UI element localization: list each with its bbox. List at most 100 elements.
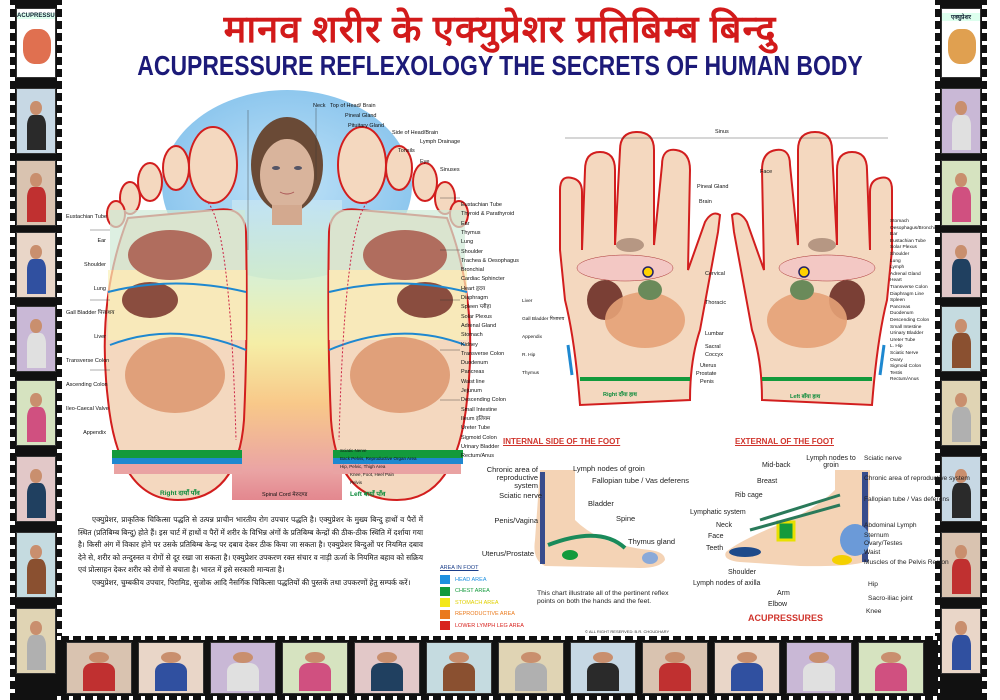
external-foot-label: Chronic area of reproductive system bbox=[864, 475, 970, 482]
hand-label: Face bbox=[760, 169, 773, 175]
bottom-strip-photo bbox=[786, 642, 852, 694]
external-foot-label: Sternum bbox=[864, 532, 889, 539]
hand-label: Liver bbox=[522, 299, 533, 304]
foot-label: Eustachian Tube bbox=[66, 214, 107, 220]
internal-foot-label: Fallopian tube / Vas deferens bbox=[592, 476, 690, 485]
heel-band-label: Pelvis bbox=[350, 480, 363, 485]
legend-item: LOWER LYMPH LEG AREA bbox=[440, 620, 524, 632]
hand-label: Lymph bbox=[890, 265, 905, 271]
right-strip-photo bbox=[941, 160, 981, 226]
bottom-strip-photo bbox=[210, 642, 276, 694]
hand-label: Shoulder bbox=[890, 252, 910, 257]
hand-label: Sigmoid Colon bbox=[890, 364, 922, 370]
foot-label: Lung bbox=[461, 239, 474, 246]
legend-heading: AREA IN FOOT bbox=[440, 565, 479, 571]
internal-foot-label: Chronic area of reproductive system bbox=[486, 465, 538, 490]
left-strip-photo bbox=[16, 306, 56, 372]
foot-label: Pancreas bbox=[461, 369, 485, 376]
external-foot-label: Sacro-iliac joint bbox=[868, 595, 913, 602]
legend-swatch bbox=[440, 598, 450, 608]
hand-label: Prostate bbox=[696, 371, 717, 377]
hand-label: Lung bbox=[890, 258, 901, 264]
foot-label: Duodenum bbox=[461, 360, 488, 367]
external-foot-label: Knee bbox=[866, 608, 882, 615]
legend-item: CHEST AREA bbox=[440, 586, 524, 598]
hand-label: L. Hip bbox=[890, 344, 903, 350]
bottom-strip-photo bbox=[138, 642, 204, 694]
hand-label: Stomach bbox=[890, 219, 909, 224]
foot-label: Sinuses bbox=[440, 167, 460, 173]
legend-label: CHEST AREA bbox=[455, 588, 490, 595]
external-foot-label: Elbow bbox=[768, 601, 788, 608]
foot-label: Urinary Bladder bbox=[461, 443, 500, 450]
external-foot-label: Waist bbox=[864, 549, 881, 556]
left-strip-photo bbox=[16, 88, 56, 154]
bottom-strip-photo bbox=[858, 642, 924, 694]
internal-foot-label: Lymph nodes of groin bbox=[573, 464, 645, 473]
hand-label: Thoracic bbox=[705, 300, 727, 306]
left-strip-photo bbox=[16, 160, 56, 226]
foot-label: Descending Colon bbox=[461, 397, 506, 404]
foot-label: Waist line bbox=[461, 378, 485, 385]
legend-label: STOMACH AREA bbox=[455, 599, 499, 606]
left-strip-photo bbox=[16, 608, 56, 674]
hand-label: R. Hip bbox=[522, 353, 536, 358]
foot-label: Side of Head/Brain bbox=[392, 130, 439, 136]
foot-label: Rectum/Anus bbox=[461, 453, 495, 460]
right-strip-photo bbox=[941, 88, 981, 154]
internal-foot bbox=[534, 470, 665, 568]
external-foot-label: Rib cage bbox=[735, 492, 763, 499]
foot-label: Thymus bbox=[461, 229, 481, 236]
legend-label: REPRODUCTIVE AREA bbox=[455, 611, 515, 618]
legend-item: REPRODUCTIVE AREA bbox=[440, 609, 524, 621]
foot-label: Jejunum bbox=[461, 388, 482, 394]
foot-label: Neck bbox=[313, 103, 326, 109]
right-hand bbox=[559, 130, 722, 407]
external-foot bbox=[725, 470, 870, 567]
hand-label: Duodenum bbox=[890, 311, 914, 317]
bottom-strip-photo bbox=[282, 642, 348, 694]
right-strip-photo bbox=[941, 456, 981, 522]
description-paragraph: एक्युप्रेशर, प्राकृतिक चिकित्सा पद्धति स… bbox=[78, 514, 423, 589]
foot-label: Pineal Gland bbox=[345, 113, 377, 119]
internal-foot-label: Sciatic nerve bbox=[499, 491, 542, 500]
copyright: © ALL RIGHT RESERVED: B.R. CHOUDHARY bbox=[585, 629, 670, 634]
foot-label: Ileo-Caecal Valve bbox=[66, 406, 109, 412]
hand-label: Uterus bbox=[700, 363, 717, 369]
hand-label: Coccyx bbox=[705, 352, 724, 358]
hand-label: Adrenal Gland bbox=[890, 271, 921, 277]
right-strip-photo bbox=[941, 608, 981, 674]
hand-label: Lumbar bbox=[705, 331, 724, 337]
foot-label: Ear bbox=[97, 238, 106, 244]
legend-swatch bbox=[440, 575, 450, 585]
foot-label: Gall Bladder पित्ताशय bbox=[66, 310, 115, 316]
bottom-strip-photo bbox=[570, 642, 636, 694]
hand-label: Small Intestine bbox=[890, 324, 922, 330]
hand-label: Gall Bladder पित्ताशय bbox=[522, 317, 565, 322]
heel-band-label: Hip, Pelvic, Thigh Area bbox=[340, 464, 386, 469]
heel-band-label: Knee, Foot, Heel Pain bbox=[350, 472, 395, 477]
hand-label: Rectum/Anus bbox=[890, 377, 919, 383]
foot-label: Top of Head/ Brain bbox=[330, 103, 376, 109]
body-column bbox=[232, 200, 342, 500]
paragraph-1: एक्युप्रेशर, प्राकृतिक चिकित्सा पद्धति स… bbox=[78, 515, 423, 574]
hand-label: Ureter Tube bbox=[890, 337, 916, 343]
foot-label: Ureter Tube bbox=[461, 425, 491, 432]
foot-label: Bronchial bbox=[461, 267, 484, 274]
left-strip-photo bbox=[16, 456, 56, 522]
left-strip-photo bbox=[16, 532, 56, 598]
foot-label: Kidney bbox=[461, 341, 478, 348]
foot-label: Eye bbox=[420, 159, 430, 165]
hand-label: Heart bbox=[890, 278, 902, 284]
heel-band-label: Back Pelvis, Reproductive Organ Area bbox=[340, 456, 417, 461]
title-english: ACUPRESSURE REFLEXOLOGY THE SECRETS OF H… bbox=[137, 50, 863, 81]
book-cover-left: ACUPRESSURE bbox=[16, 8, 56, 78]
bottom-strip-photo bbox=[714, 642, 780, 694]
external-foot-label: Lymphatic system bbox=[690, 509, 746, 516]
foot-label: Stomach bbox=[461, 332, 483, 339]
foot-label: Shoulder bbox=[83, 262, 106, 268]
external-foot-label: Teeth bbox=[706, 545, 724, 552]
hand-label: Urinary Bladder bbox=[890, 331, 924, 337]
